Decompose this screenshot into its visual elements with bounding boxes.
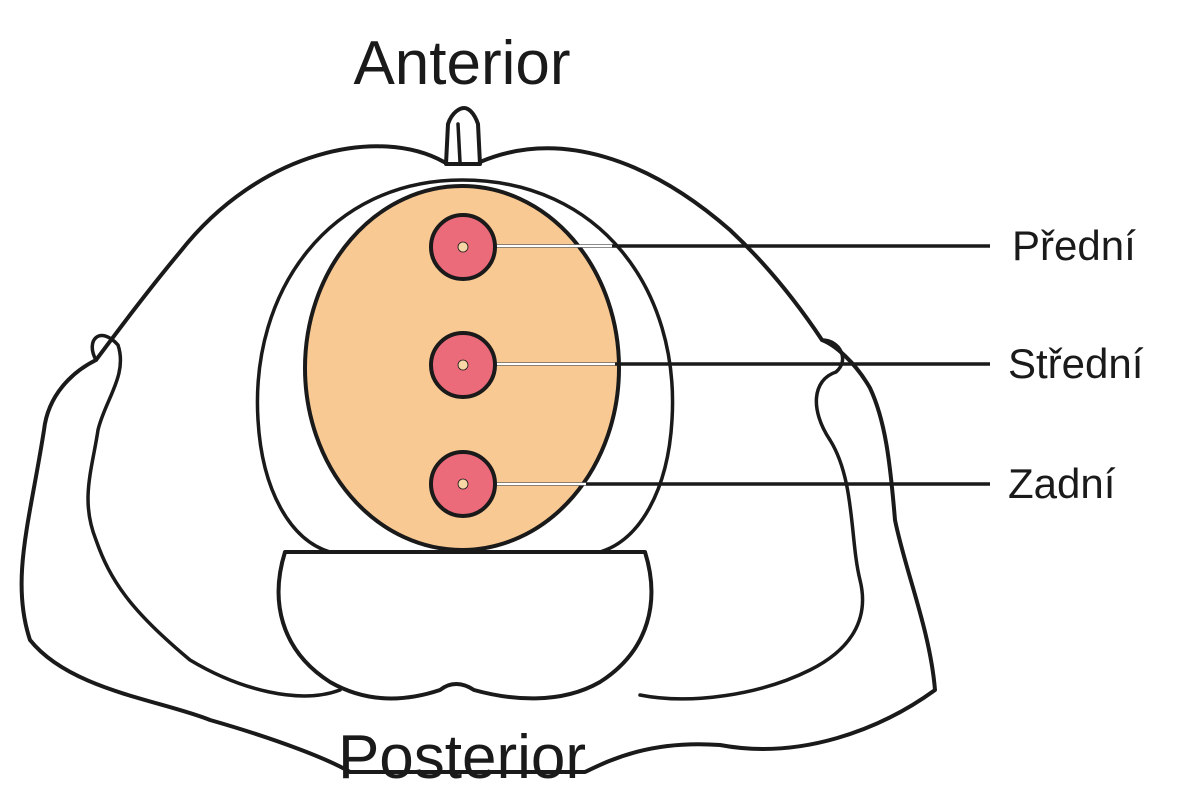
site-center-dot: [457, 359, 469, 371]
site-marker-middle: [429, 331, 497, 399]
site-center-dot: [457, 478, 469, 490]
label-site-posterior: Zadní: [1008, 460, 1116, 507]
pubic-symphysis: [444, 106, 482, 166]
site-marker-anterior: [429, 213, 497, 281]
leader-lines: [490, 244, 990, 486]
label-anterior: Anterior: [353, 29, 570, 98]
symphysis-line: [456, 122, 462, 164]
right-ischium-outline: [638, 338, 865, 701]
site-center-dot: [457, 241, 469, 253]
label-site-anterior: Přední: [1012, 222, 1136, 269]
site-marker-posterior: [429, 450, 497, 518]
label-site-middle: Střední: [1008, 340, 1144, 387]
label-posterior: Posterior: [338, 723, 586, 792]
sacrum-lobes: [276, 550, 654, 701]
left-ischium-outline: [86, 333, 342, 698]
